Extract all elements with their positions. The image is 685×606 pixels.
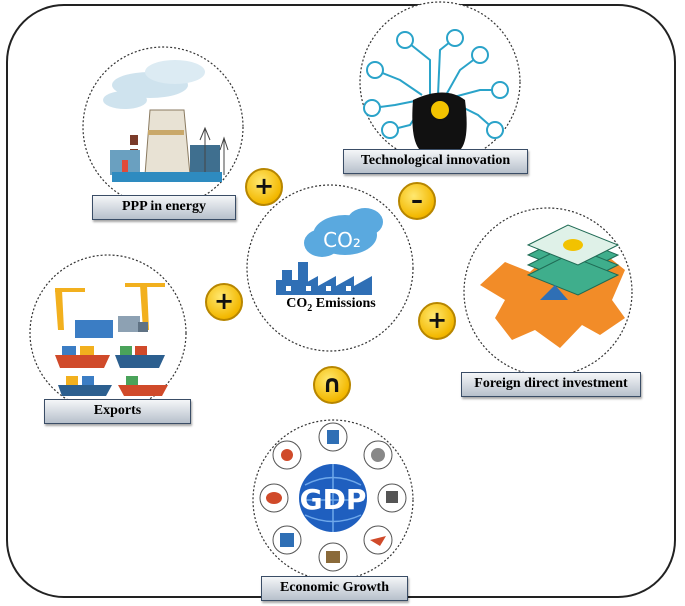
gdp-label: Economic Growth <box>261 576 408 601</box>
co2-label-sub: 2 <box>307 302 313 314</box>
co2-label-post: Emissions <box>312 296 376 311</box>
factory-icon <box>276 262 372 295</box>
cargo-port-icon <box>55 283 168 396</box>
center-node-circle <box>246 184 414 352</box>
co2-label-pre: CO <box>286 296 308 311</box>
co2-emissions-label: CO2 Emissions <box>276 296 386 314</box>
gdp-sign: ∩ <box>313 366 351 404</box>
tech-label: Technological innovation <box>343 149 528 174</box>
co2-cloud-icon: CO₂ <box>304 208 383 257</box>
fdi-label: Foreign direct investment <box>461 372 641 397</box>
fdi-sign: + <box>418 302 456 340</box>
network-brain-icon <box>363 29 509 150</box>
ppp-label: PPP in energy <box>92 195 236 220</box>
gdp-globe-icon: GDP <box>259 422 407 572</box>
power-plant-icon <box>103 60 229 182</box>
exports-sign: + <box>205 283 243 321</box>
co2-cloud-text: CO₂ <box>323 228 361 252</box>
exports-label: Exports <box>44 399 191 424</box>
ppp-sign: + <box>245 168 283 206</box>
tech-sign: – <box>398 182 436 220</box>
gdp-badge-text: GDP <box>300 483 367 516</box>
money-map-icon <box>480 224 625 348</box>
